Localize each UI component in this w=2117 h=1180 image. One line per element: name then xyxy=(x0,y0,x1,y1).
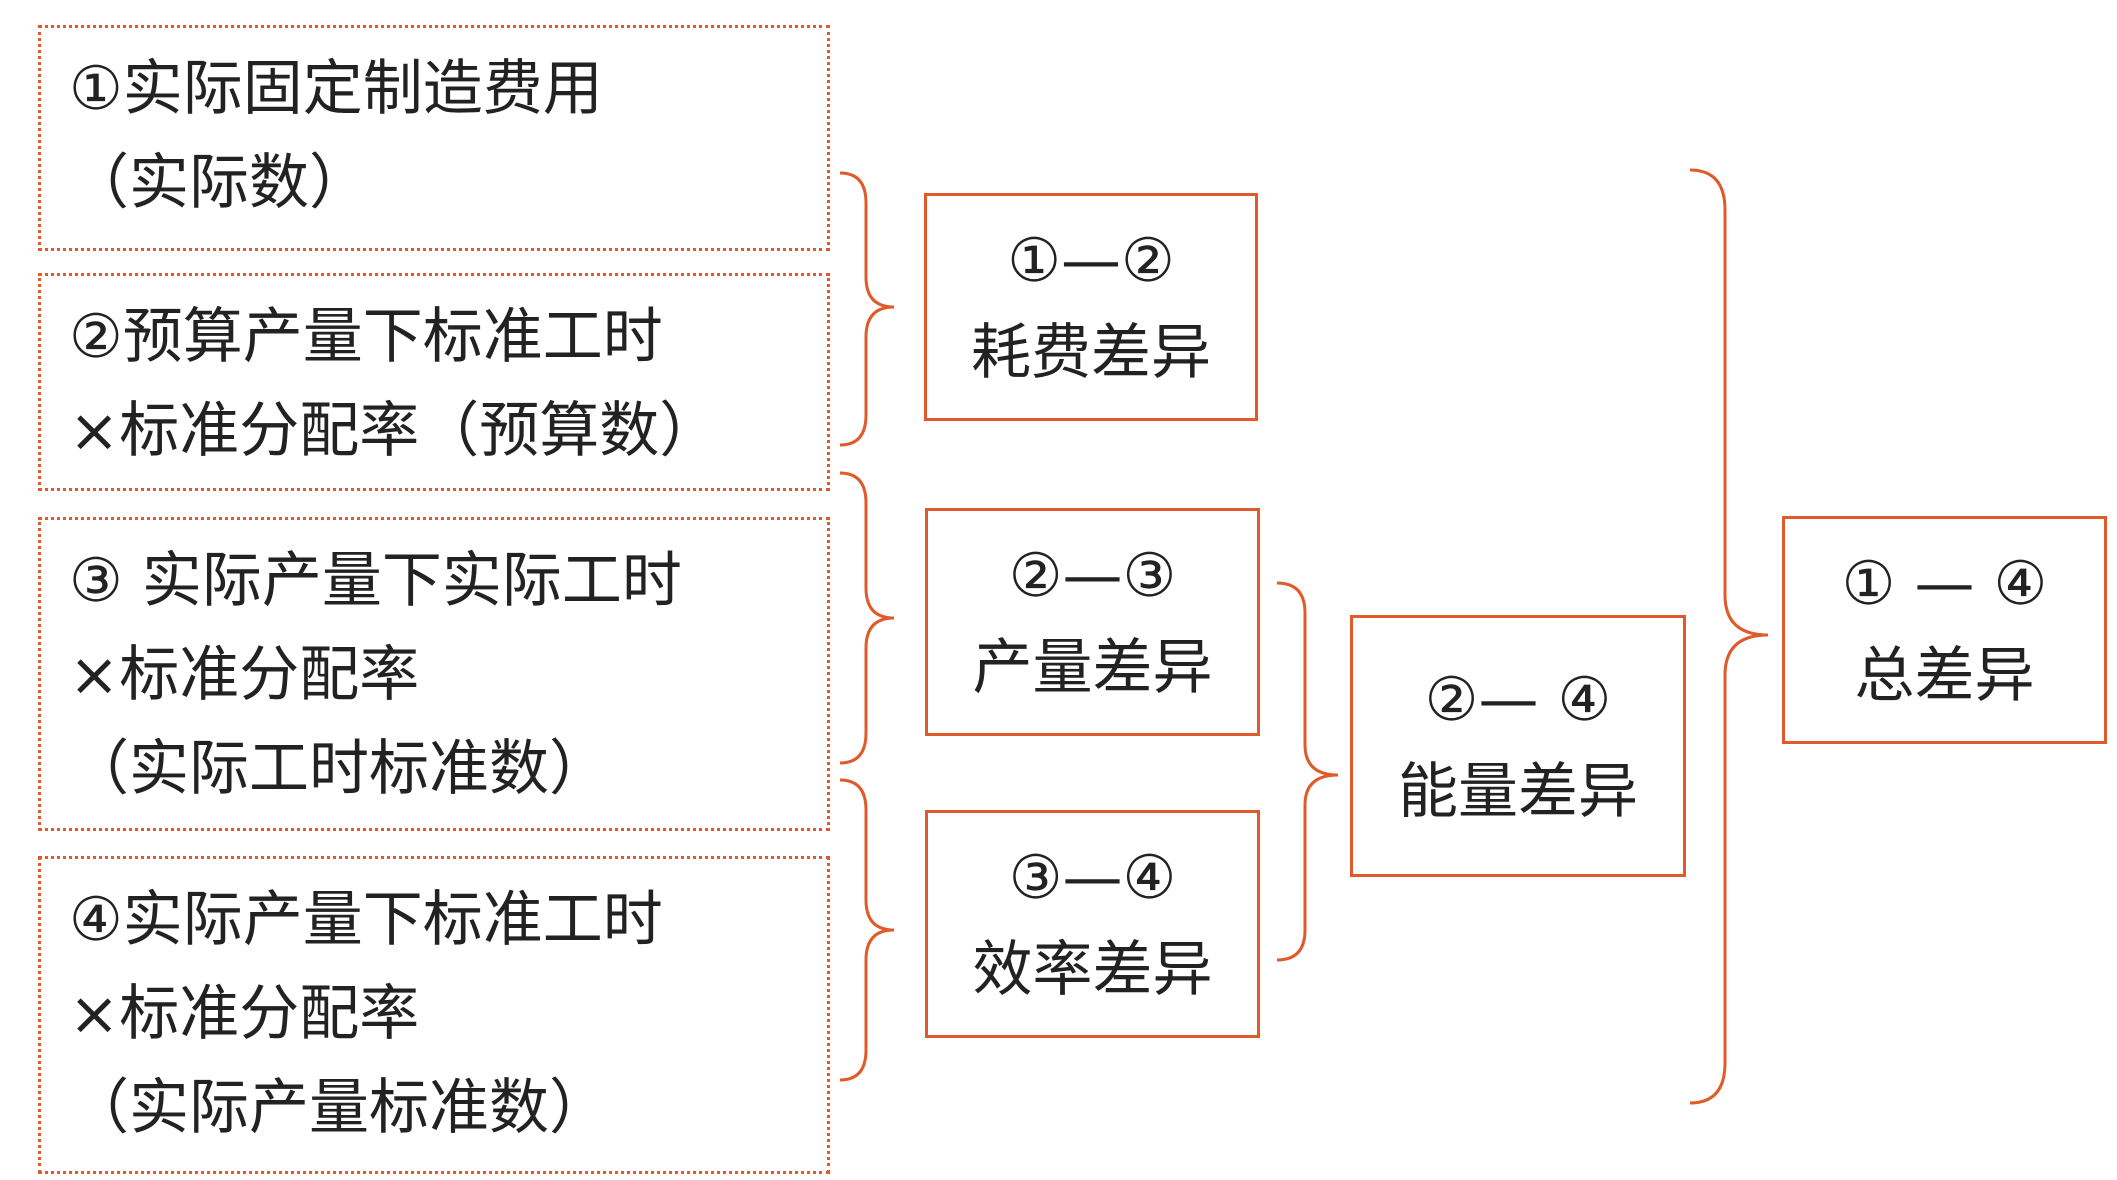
brace-output xyxy=(839,471,895,765)
source-box-budget: ②预算产量下标准工时 ×标准分配率（预算数） xyxy=(38,273,830,491)
brace-capacity xyxy=(1276,581,1339,962)
total-variance-box: ① — ④ 总差异 xyxy=(1782,516,2107,744)
source-line: ④实际产量下标准工时 xyxy=(69,885,663,955)
source-line: ×标准分配率 xyxy=(69,640,420,710)
source-box-actual-output-standard: ④实际产量下标准工时 ×标准分配率 （实际产量标准数） xyxy=(38,856,830,1174)
brace-efficiency xyxy=(839,778,895,1082)
efficiency-variance-formula: ③—④ xyxy=(1008,843,1177,913)
brace-spending xyxy=(839,171,895,447)
capacity-variance-label: 能量差异 xyxy=(1398,757,1638,827)
source-box-actual-hours-standard: ③ 实际产量下实际工时 ×标准分配率 （实际工时标准数） xyxy=(38,517,830,831)
total-variance-formula: ① — ④ xyxy=(1841,549,2048,619)
source-line: ×标准分配率（预算数） xyxy=(69,396,720,466)
source-line: （实际产量标准数） xyxy=(69,1073,609,1143)
source-line: ×标准分配率 xyxy=(69,979,420,1049)
brace-total xyxy=(1689,168,1769,1105)
source-line: （实际工时标准数） xyxy=(69,734,609,804)
efficiency-variance-box: ③—④ 效率差异 xyxy=(925,810,1260,1038)
efficiency-variance-label: 效率差异 xyxy=(972,935,1213,1005)
output-variance-box: ②—③ 产量差异 xyxy=(925,508,1260,736)
capacity-variance-box: ②— ④ 能量差异 xyxy=(1350,615,1686,877)
output-variance-label: 产量差异 xyxy=(972,633,1213,703)
capacity-variance-formula: ②— ④ xyxy=(1424,665,1612,735)
spending-variance-formula: ①—② xyxy=(1007,226,1175,296)
spending-variance-label: 耗费差异 xyxy=(971,318,1211,388)
total-variance-label: 总差异 xyxy=(1854,641,2035,711)
source-line: ③ 实际产量下实际工时 xyxy=(69,546,682,616)
source-line: ②预算产量下标准工时 xyxy=(69,302,663,372)
spending-variance-box: ①—② 耗费差异 xyxy=(924,193,1258,421)
source-line: ①实际固定制造费用 xyxy=(69,54,603,124)
output-variance-formula: ②—③ xyxy=(1008,541,1177,611)
source-box-actual: ①实际固定制造费用 （实际数） xyxy=(38,25,830,251)
source-line: （实际数） xyxy=(69,148,369,218)
